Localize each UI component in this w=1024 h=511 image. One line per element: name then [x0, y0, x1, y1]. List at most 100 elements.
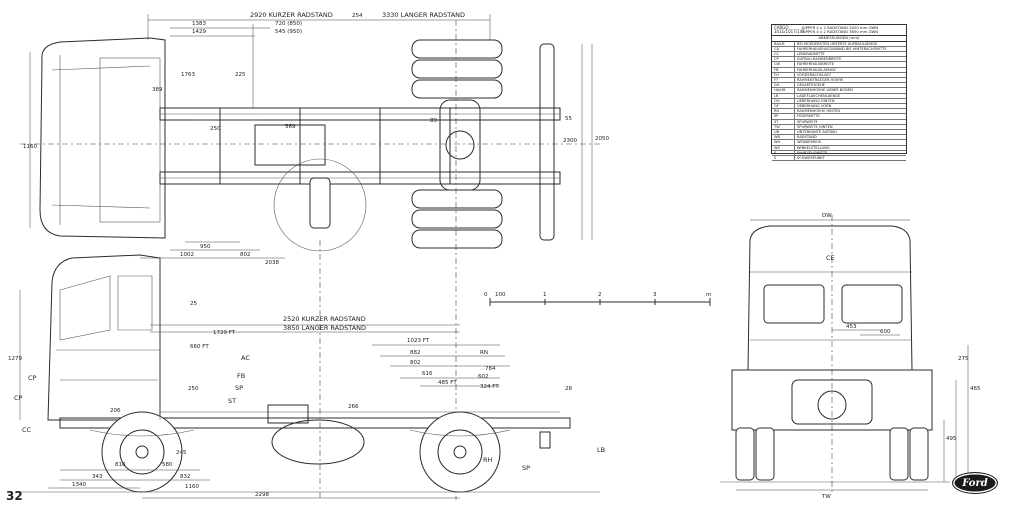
dim-label: 600: [880, 329, 891, 335]
dim-label: 1002: [180, 252, 194, 258]
legend-text: SCHWERPUNKT: [797, 156, 825, 161]
dim-label: 28: [565, 386, 572, 392]
dim-label: 832: [180, 474, 191, 480]
legend-line: KIPPER 4 x 2 RADSTAND 3850 mm GWN: [802, 29, 879, 35]
dim-label: 25: [190, 301, 197, 307]
dim-label: 275: [958, 356, 969, 362]
callout-label: CP: [14, 394, 23, 402]
dim-label: 569: [285, 124, 296, 130]
scale-bar: 0 100 1 2 3 m: [484, 292, 711, 306]
legend-text: RAHMENTRAEGER-HOEHE: [797, 78, 844, 83]
legend-code: LB: [772, 93, 795, 98]
legend-line: KIPPER 4 x 2 RADSTAND 2920 mm GWN: [802, 25, 879, 30]
legend-code: CW: [772, 62, 795, 67]
legend-text: UNTERKANTE AUFBAU: [797, 130, 838, 135]
callout-label: LB: [597, 446, 605, 454]
legend-text: UEBERHANG VORN: [797, 104, 832, 109]
dim-label: 206: [110, 408, 121, 414]
dim-label: RN: [480, 350, 488, 356]
dim-label: 2050: [595, 136, 609, 142]
dim-label: 545 (950): [275, 29, 302, 35]
legend-code: FB: [772, 67, 795, 72]
dim-label: 485 FT: [438, 380, 457, 386]
legend-code: GH: [772, 83, 795, 88]
callout-label: CP: [28, 374, 37, 382]
legend-code: CC: [772, 52, 795, 57]
legend-code: RH: [772, 109, 795, 114]
legend-code: SP: [772, 114, 795, 119]
legend-code: WS: [772, 145, 795, 150]
legend-text: UEBERHANG HINTEN: [797, 98, 835, 103]
legend-description: KIPPER 4 x 2 RADSTAND 2920 mm GWN KIPPER…: [802, 25, 904, 35]
legend-text: AUFBAU-RAHMENBREITE: [797, 57, 842, 62]
legend-text: FAHRERHAUSBREITE: [797, 62, 834, 67]
ford-logo: Ford: [952, 472, 998, 494]
scale-tick: 1: [543, 292, 547, 298]
legend-text: BEI MOEDERSTEN UNTERTE AUFBAULAENGE: [797, 41, 878, 46]
dim-label: DW: [822, 213, 832, 219]
dim-label: 89: [430, 118, 437, 124]
legend-text: RAHMENHOEHE UEBER BODEN: [797, 88, 853, 93]
legend-text: RADSTAND: [797, 135, 817, 140]
side-view: 2520 KURZER RADSTAND 3850 LANGER RADSTAN…: [8, 254, 605, 499]
callout-label: FB: [237, 372, 245, 380]
dim-label: 2298: [255, 492, 269, 498]
wheelbase-long-top: 3330 LANGER RADSTAND: [382, 11, 465, 19]
legend-code: BA/LB: [772, 41, 795, 46]
legend-code: HA/HB: [772, 88, 795, 93]
callout-label: SP: [522, 464, 530, 472]
dim-label: 802: [240, 252, 251, 258]
dim-label: 810: [115, 462, 126, 468]
dim-label: 250: [210, 126, 221, 132]
legend-text: LENKRADMITTE: [797, 52, 825, 57]
callout-label: CE: [826, 254, 835, 262]
dim-label: 266: [348, 404, 359, 410]
callout-label: SP: [235, 384, 243, 392]
dim-label: TW: [821, 494, 831, 500]
legend-code: ST: [772, 119, 795, 124]
legend-code: OF: [772, 104, 795, 109]
dimension-legend-table: CARGO 1011/1017/147 KIPPER 4 x 2 RADSTAN…: [771, 24, 907, 162]
dim-label: 225: [235, 72, 246, 78]
dim-label: 1160: [185, 484, 199, 490]
dim-label: 389: [152, 87, 163, 93]
dim-label: 1729 FT: [213, 330, 236, 336]
scale-tick: 2: [598, 292, 602, 298]
callout-label: RH: [483, 456, 493, 464]
wheelbase-short-top: 2920 KURZER RADSTAND: [250, 11, 333, 19]
dim-label: 784: [485, 366, 496, 372]
callout-label: ST: [228, 397, 236, 405]
dim-label: 1023 FT: [407, 338, 430, 344]
legend-text: WENDEKREIS: [797, 140, 822, 145]
ford-logo-text: Ford: [962, 477, 988, 489]
dim-label: 2300: [563, 138, 577, 144]
legend-text: GESAMTHOEHE: [797, 83, 825, 88]
legend-caption: ABMESSUNGEN (mm): [772, 36, 906, 42]
dim-label: 245: [176, 450, 187, 456]
top-view: 2920 KURZER RADSTAND 3330 LANGER RADSTAN…: [20, 11, 609, 266]
legend-text: LADEFLAECHENLAENGE: [797, 93, 841, 98]
legend-text: VORDERACHSLAST: [797, 72, 832, 77]
dim-label: 495: [946, 436, 957, 442]
scale-tick: 3: [653, 292, 657, 298]
legend-code: WH: [772, 140, 795, 145]
wheelbase-short-side: 2520 KURZER RADSTAND: [283, 315, 366, 323]
